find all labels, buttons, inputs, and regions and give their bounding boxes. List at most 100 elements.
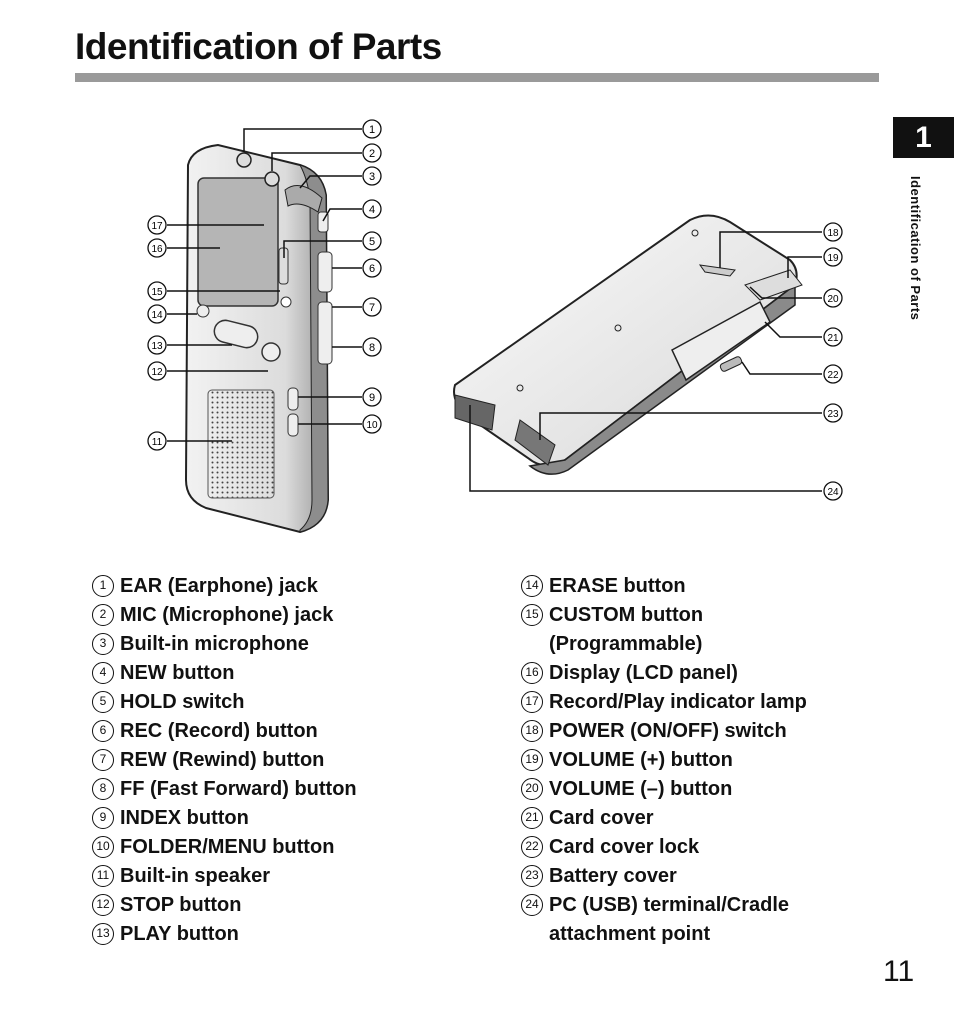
page-title: Identification of Parts <box>75 26 442 67</box>
callout-18-label: 18 <box>827 228 839 239</box>
list-item: 17 Record/Play indicator lamp <box>521 688 851 717</box>
callout-4-label: 4 <box>369 204 375 216</box>
item-number: 4 <box>92 662 114 684</box>
item-label: FF (Fast Forward) button <box>120 778 357 800</box>
callout-7: 7 <box>362 297 382 317</box>
item-number: 11 <box>92 865 114 887</box>
list-item: 23 Battery cover <box>521 862 851 891</box>
card-cover <box>671 300 771 382</box>
callout-4: 4 <box>362 199 382 219</box>
ear-jack <box>236 152 252 168</box>
callout-3: 3 <box>362 166 382 186</box>
item-number: 14 <box>521 575 543 597</box>
callout-8: 8 <box>362 337 382 357</box>
list-item: 22 Card cover lock <box>521 833 851 862</box>
item-label: NEW button <box>120 662 235 684</box>
callout-markers: 1 2 3 4 5 6 7 8 9 10 11 12 13 14 15 16 1… <box>147 119 843 501</box>
item-number: 13 <box>92 923 114 945</box>
speaker-grille <box>207 389 275 499</box>
item-number: 8 <box>92 778 114 800</box>
callout-7-label: 7 <box>369 302 375 314</box>
callout-19-label: 19 <box>827 253 839 264</box>
item-number: 6 <box>92 720 114 742</box>
item-label: Display (LCD panel) <box>549 662 738 684</box>
item-number: 1 <box>92 575 114 597</box>
side-chapter-label: Identification of Parts <box>908 176 923 321</box>
item-number: 5 <box>92 691 114 713</box>
recorder-diagram: 1 2 3 4 5 6 7 8 9 10 11 12 13 14 15 16 1… <box>147 119 843 534</box>
item-label: VOLUME (+) button <box>549 749 733 771</box>
item-number: 24 <box>521 894 543 916</box>
callout-5: 5 <box>362 231 382 251</box>
front-leader-lines <box>167 128 362 442</box>
lcd-display <box>197 177 279 307</box>
item-number: 2 <box>92 604 114 626</box>
item-label: Built-in speaker <box>120 865 271 887</box>
title-rule <box>75 73 879 82</box>
chapter-tab: 1 <box>893 117 954 158</box>
item-number: 17 <box>521 691 543 713</box>
callout-8-label: 8 <box>369 342 375 354</box>
item-label: Record/Play indicator lamp <box>549 691 807 713</box>
callout-24: 24 <box>823 481 843 501</box>
callout-18: 18 <box>823 222 843 242</box>
card-cover-lock <box>719 356 743 372</box>
callout-6: 6 <box>362 258 382 278</box>
callout-12-label: 12 <box>151 367 163 378</box>
item-number: 9 <box>92 807 114 829</box>
mic-jack <box>264 171 280 187</box>
item-number: 23 <box>521 865 543 887</box>
callout-19: 19 <box>823 247 843 267</box>
callout-14-label: 14 <box>151 310 163 321</box>
item-number: 21 <box>521 807 543 829</box>
page-number: 11 <box>883 955 915 988</box>
front-view-recorder <box>184 143 333 534</box>
callout-9: 9 <box>362 387 382 407</box>
callout-23: 23 <box>823 403 843 423</box>
item-number: 22 <box>521 836 543 858</box>
usb-terminal <box>454 394 496 431</box>
callout-17: 17 <box>147 215 167 235</box>
callout-23-label: 23 <box>827 409 839 420</box>
item-number: 20 <box>521 778 543 800</box>
item-label: Battery cover <box>549 865 677 887</box>
item-label: POWER (ON/OFF) switch <box>549 720 787 742</box>
callout-21: 21 <box>823 327 843 347</box>
index-button <box>287 387 299 411</box>
item-label: Card cover lock <box>549 836 700 858</box>
callout-1-label: 1 <box>369 124 375 136</box>
callout-16: 16 <box>147 238 167 258</box>
callout-10-label: 10 <box>366 420 378 431</box>
callout-20-label: 20 <box>827 294 839 305</box>
item-number: 15 <box>521 604 543 626</box>
callout-12: 12 <box>147 361 167 381</box>
back-leader-lines <box>469 231 822 492</box>
item-label: FOLDER/MENU button <box>120 836 335 858</box>
callout-6-label: 6 <box>369 263 375 275</box>
rew-ff-button <box>317 301 333 365</box>
callout-24-label: 24 <box>827 487 839 498</box>
back-view-recorder <box>453 214 803 475</box>
callout-2: 2 <box>362 143 382 163</box>
callout-15: 15 <box>147 281 167 301</box>
item-label: REW (Rewind) button <box>120 749 325 771</box>
folder-menu-button <box>287 413 299 437</box>
callout-22: 22 <box>823 364 843 384</box>
item-number: 3 <box>92 633 114 655</box>
custom-button <box>280 296 292 308</box>
callout-14: 14 <box>147 304 167 324</box>
